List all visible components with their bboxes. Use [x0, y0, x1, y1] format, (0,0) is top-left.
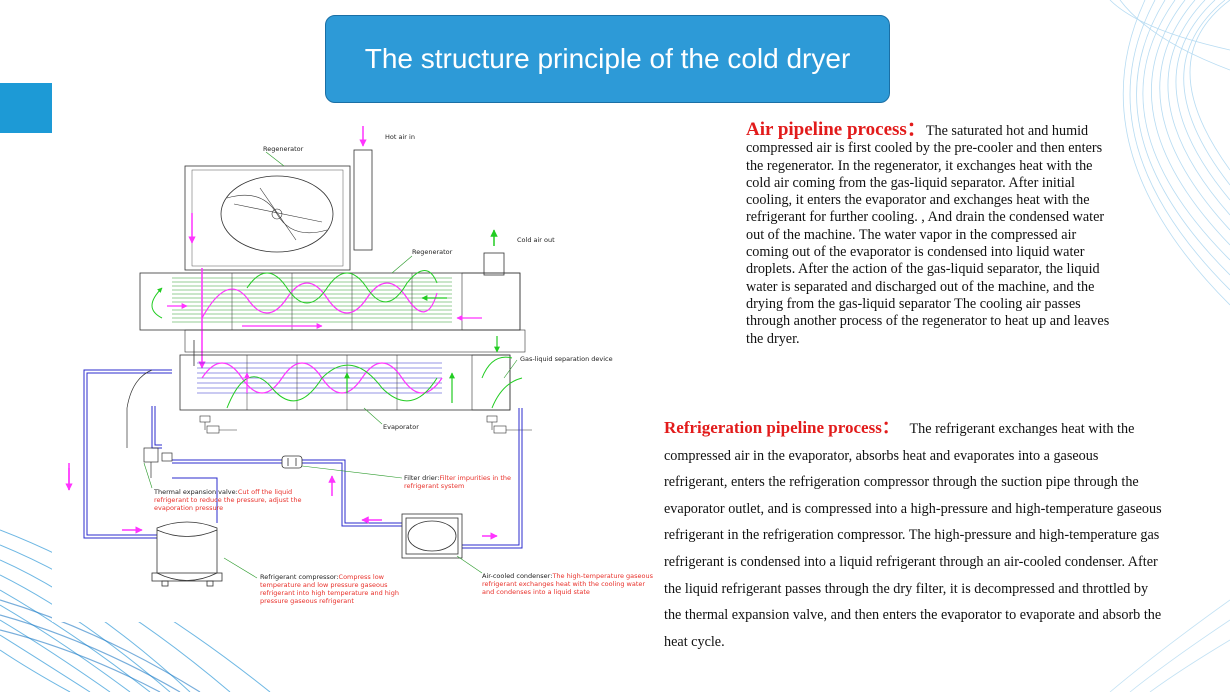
air-cooled-condenser-label: Air-cooled condenser:The high-temperatur… [482, 572, 654, 596]
regenerator-fan [220, 175, 334, 253]
drain-valve-left [199, 415, 237, 434]
air-cooled-condenser [401, 513, 463, 559]
drain-valve-right [486, 415, 532, 434]
hot-air-inlet-pipe [353, 149, 373, 251]
refrigerant-compressor [151, 521, 223, 587]
title-banner: The structure principle of the cold drye… [325, 15, 890, 103]
refrigeration-pipeline-description: Refrigeration pipeline process： The refr… [664, 415, 1164, 655]
refrigeration-pipeline-body: The refrigerant exchanges heat with the … [664, 421, 1162, 650]
air-pipeline-body: The saturated hot and humid compressed a… [746, 123, 1110, 347]
evaporator-label: Evaporator [383, 423, 419, 431]
gas-liquid-separation-label: Gas-liquid separation device [520, 355, 613, 363]
cold-dryer-diagram: Hot air in Regenerator Cold air out Rege… [52, 118, 660, 622]
regenerator-mid-label: Regenerator [412, 248, 453, 256]
filter-drier [281, 455, 303, 469]
air-pipeline-description: Air pipeline process：The saturated hot a… [746, 119, 1118, 348]
hot-air-in-label: Hot air in [385, 133, 415, 141]
thermal-expansion-valve [126, 369, 173, 478]
thermal-expansion-valve-label: Thermal expansion valve:Cut off the liqu… [154, 488, 302, 512]
cold-air-out-label: Cold air out [517, 236, 555, 244]
diagram-drawing [65, 126, 532, 587]
refrigerant-compressor-label: Refrigerant compressor:Compress low temp… [260, 573, 399, 605]
air-pipeline-heading: Air pipeline process： [746, 119, 926, 140]
page-title: The structure principle of the cold drye… [364, 43, 851, 74]
refrigeration-pipeline-heading: Refrigeration pipeline process： [664, 418, 899, 437]
cold-air-outlet-pipe [483, 252, 505, 276]
corner-accent-square [0, 83, 52, 133]
regenerator-housing [184, 165, 351, 271]
regenerator-top-label: Regenerator [263, 145, 304, 153]
filter-drier-label: Filter drier:Filter impurities in the re… [404, 474, 512, 490]
refrigerant-line-left [83, 369, 172, 539]
